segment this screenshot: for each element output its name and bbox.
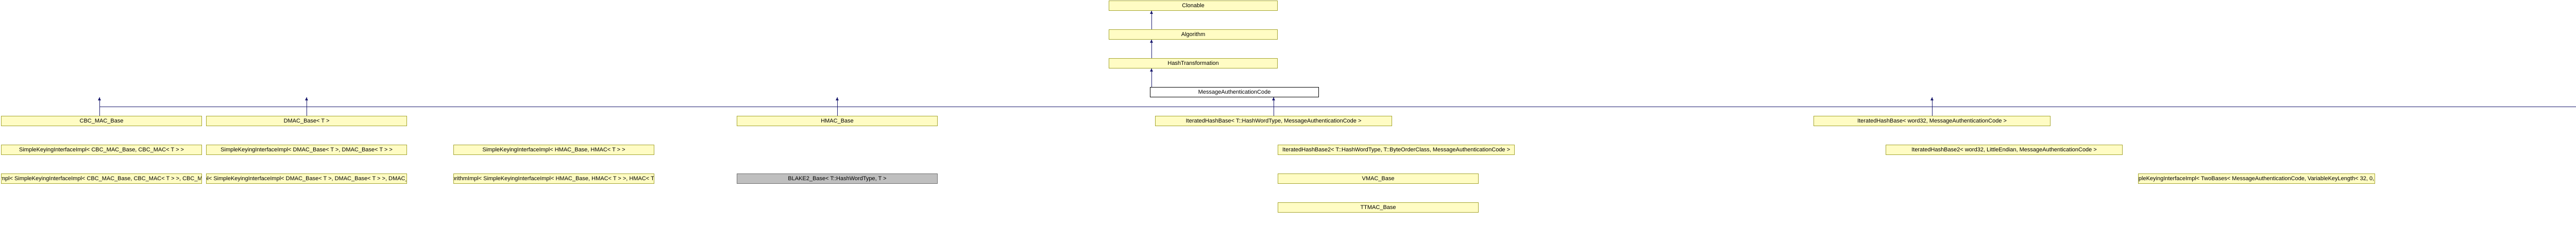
class-node-algorithm[interactable]: Algorithm (1109, 29, 1278, 40)
inheritance-arrowhead (1272, 97, 1275, 100)
class-node-mac[interactable]: MessageAuthenticationCode (1150, 87, 1319, 97)
class-node-ihb2_w32[interactable]: IteratedHashBase2< word32, LittleEndian,… (1886, 145, 2123, 155)
inheritance-edge-ihb_w32-to-mac (1932, 107, 1933, 116)
inheritance-edge-algorithm-to-clonable (1151, 11, 1152, 29)
inheritance-arrowhead (1150, 11, 1153, 14)
class-node-hashtransform[interactable]: HashTransformation (1109, 58, 1278, 68)
inheritance-arrowhead (1930, 97, 1934, 100)
class-node-blake2: BLAKE2_Base< T::HashWordType, T > (737, 173, 938, 184)
inheritance-edge-riser (99, 97, 100, 107)
inheritance-edge-hashtransform-to-algorithm (1151, 40, 1152, 58)
inheritance-edge-mac-to-hashtransform (1151, 68, 1152, 87)
class-node-ihb_w32[interactable]: IteratedHashBase< word32, MessageAuthent… (1814, 116, 2050, 126)
inheritance-edge-riser (1932, 97, 1933, 107)
class-node-ihb2_t[interactable]: IteratedHashBase2< T::HashWordType, T::B… (1278, 145, 1515, 155)
class-node-dmacbase[interactable]: DMAC_Base< T > (206, 116, 407, 126)
class-node-ihb_t[interactable]: IteratedHashBase< T::HashWordType, Messa… (1155, 116, 1392, 126)
class-node-clonable[interactable]: Clonable (1109, 1, 1278, 11)
class-node-ski_dmac[interactable]: SimpleKeyingInterfaceImpl< DMAC_Base< T … (206, 145, 407, 155)
class-node-alg_cbc[interactable]: AlgorithmImpl< SimpleKeyingInterfaceImpl… (1, 173, 202, 184)
class-node-alg_two[interactable]: AlgorithmImpl< SimpleKeyingInterfaceImpl… (2138, 173, 2375, 184)
class-node-ski_cbc[interactable]: SimpleKeyingInterfaceImpl< CBC_MAC_Base,… (1, 145, 202, 155)
class-node-ttmac_base[interactable]: TTMAC_Base (1278, 202, 1479, 213)
class-node-ski_hmac[interactable]: SimpleKeyingInterfaceImpl< HMAC_Base, HM… (453, 145, 654, 155)
class-node-cbcmacbase[interactable]: CBC_MAC_Base (1, 116, 202, 126)
class-node-vmac_base[interactable]: VMAC_Base (1278, 173, 1479, 184)
class-node-alg_dmac[interactable]: AlgorithmImpl< SimpleKeyingInterfaceImpl… (206, 173, 407, 184)
class-node-hmacbase[interactable]: HMAC_Base (737, 116, 938, 126)
inheritance-arrowhead (1150, 68, 1153, 72)
inheritance-arrowhead (305, 97, 308, 100)
inheritance-edge-riser (837, 97, 838, 107)
inheritance-edge-cbcmacbase-to-mac (99, 107, 100, 116)
class-node-alg_hmac[interactable]: AlgorithmImpl< SimpleKeyingInterfaceImpl… (453, 173, 654, 184)
inheritance-arrowhead (98, 97, 101, 100)
inheritance-edge-hmacbase-to-mac (837, 107, 838, 116)
inheritance-arrowhead (1150, 40, 1153, 43)
inheritance-arrowhead (836, 97, 839, 100)
